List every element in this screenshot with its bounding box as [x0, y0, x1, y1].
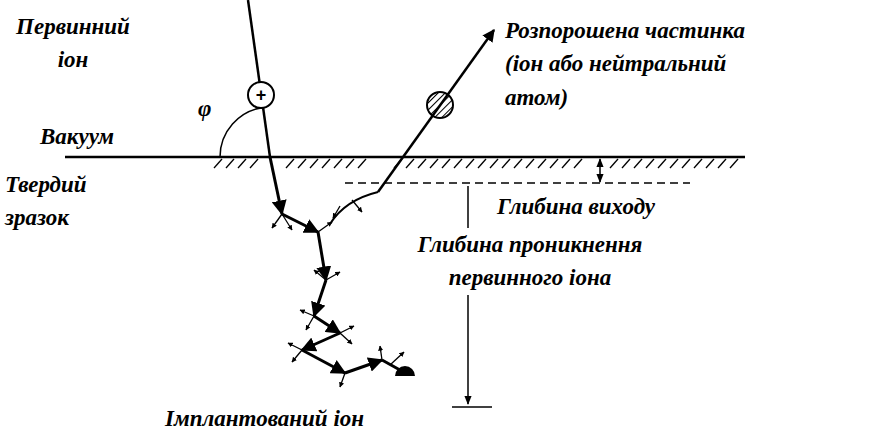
- surface-hatching: [214, 159, 738, 168]
- escape-depth-line: [345, 182, 690, 184]
- ion-label: Первинний іон: [8, 10, 138, 77]
- region-label: Твердий зразок: [5, 168, 105, 235]
- depth-tick: [452, 406, 492, 408]
- escape-depth-arrow: [599, 170, 601, 182]
- sputtered-particle: [427, 92, 453, 118]
- region-label: Вакуум: [40, 120, 114, 153]
- angle-arc: [220, 107, 264, 157]
- angle-symbol: φ: [198, 92, 211, 125]
- recoil-path: [330, 192, 378, 224]
- ion-label: Імплантований іон: [165, 402, 364, 435]
- ion-trajectory: [248, 0, 270, 157]
- escape-depth-arrow: [599, 159, 601, 170]
- ion-circle: +: [247, 81, 275, 109]
- depth-label: Глибина виходу: [497, 190, 655, 223]
- sputtered-trajectory: [378, 30, 494, 192]
- implanted-ion: [395, 366, 415, 376]
- depth-label: Глибина проникнення первинного іона: [385, 228, 675, 295]
- particle-label: Розпорошена частинка (іон або нейтральни…: [505, 14, 785, 114]
- penetration-depth-arrow: [467, 186, 469, 404]
- charge-sign: +: [256, 86, 267, 104]
